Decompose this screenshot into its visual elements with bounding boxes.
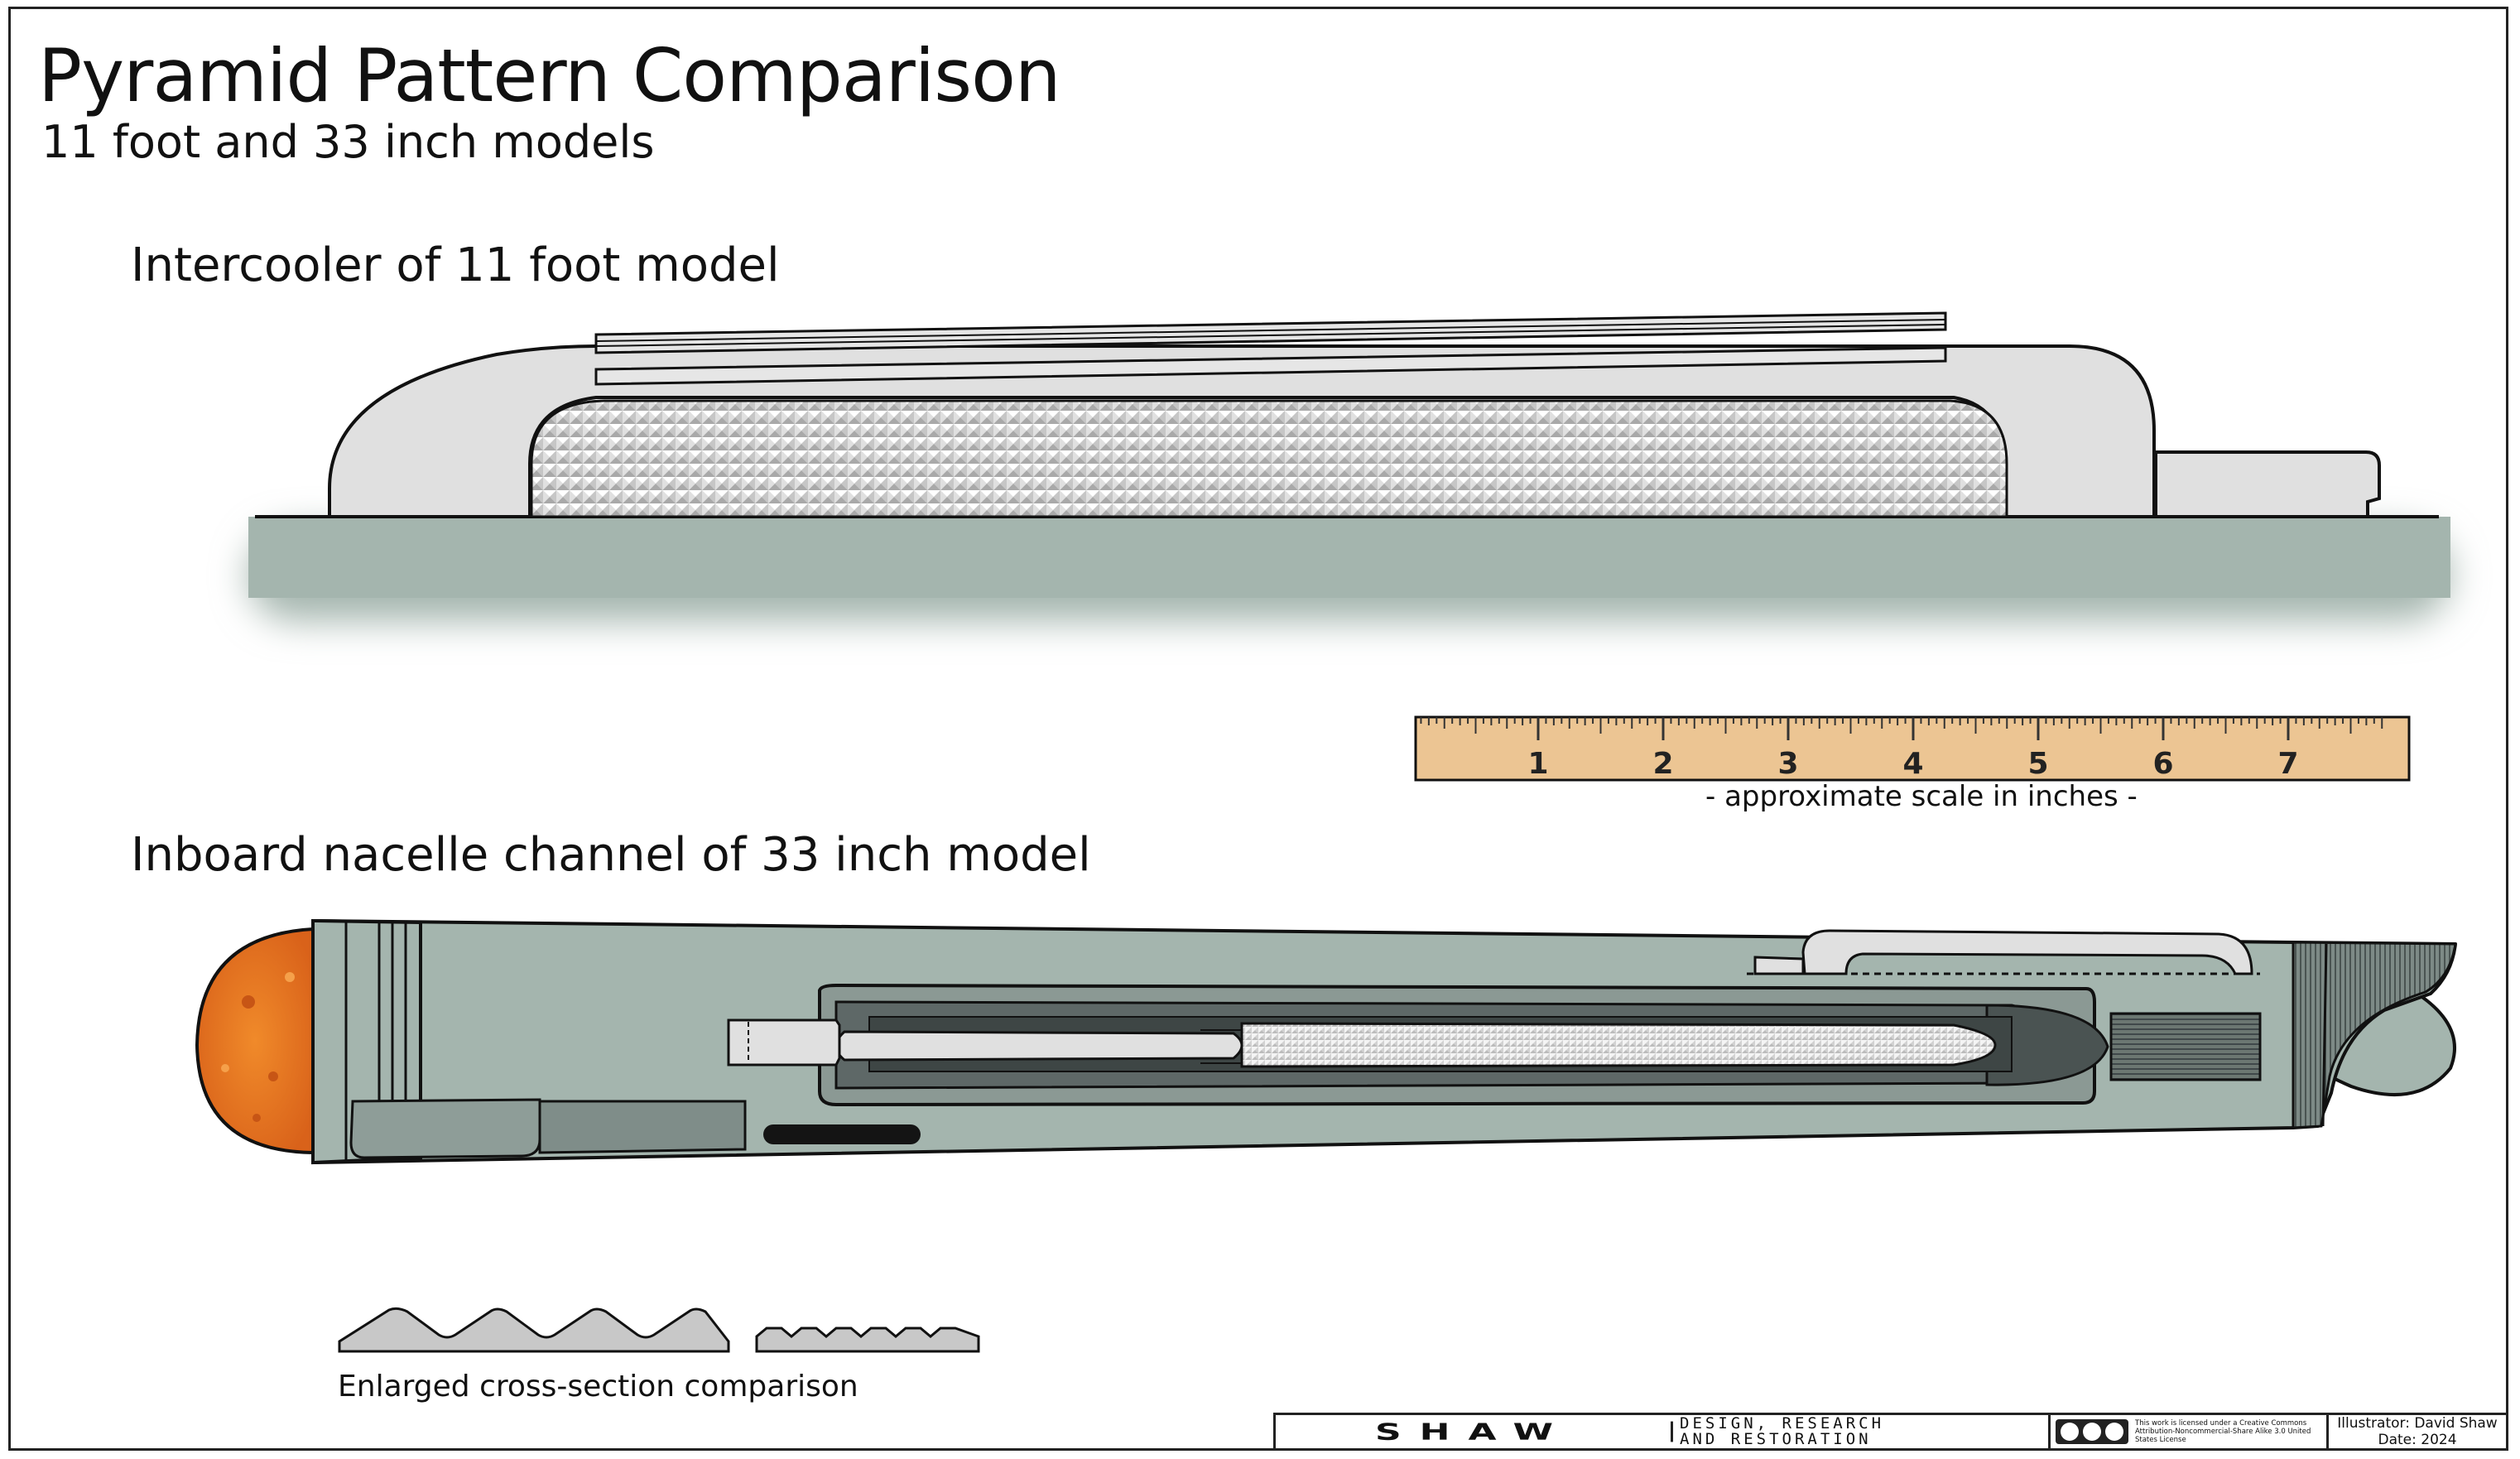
aft-endcap <box>2292 941 2457 1129</box>
ruler-number: 2 <box>1652 747 1673 781</box>
ruler-number: 6 <box>2152 747 2173 781</box>
intercooler-drawing <box>248 311 2450 621</box>
lower-strip <box>538 1100 747 1154</box>
ruler-ticks <box>1420 717 2383 740</box>
nacelle-pyramid-strip <box>1240 1022 1997 1068</box>
company-line-1: DESIGN, RESEARCH <box>1680 1414 1885 1433</box>
license-text: This work is licensed under a Creative C… <box>2135 1419 2311 1444</box>
page-title: Pyramid Pattern Comparison <box>38 33 1061 118</box>
drawing-frame <box>8 7 2508 1451</box>
orange-dome-cap <box>195 927 315 1155</box>
company-line-2: AND RESTORATION <box>1680 1430 1872 1448</box>
forward-fairing <box>349 1098 541 1159</box>
channel-bullet <box>1985 1004 2109 1086</box>
channel-ribs <box>2109 1012 2262 1081</box>
license-block: This work is licensed under a Creative C… <box>2051 1415 2329 1448</box>
ruler-number: 7 <box>2277 747 2298 781</box>
hull-surface <box>248 517 2450 598</box>
ruler-number: 4 <box>1902 747 1923 781</box>
scale-ruler: 1 2 3 4 5 6 7 <box>1414 715 2411 782</box>
page-subtitle: 11 foot and 33 inch models <box>41 116 655 168</box>
intercooler-housing <box>328 344 2156 518</box>
cross-section-comparison <box>338 1307 980 1353</box>
ruler-number: 1 <box>1527 747 1548 781</box>
cross-section-caption: Enlarged cross-section comparison <box>338 1370 858 1404</box>
small-pyramid-profile <box>755 1327 980 1353</box>
pyramid-panel <box>530 399 2008 518</box>
title-block: SHAW DESIGN, RESEARCH AND RESTORATION Th… <box>1273 1413 2508 1451</box>
rear-box <box>2154 450 2381 518</box>
nacelle-label: Inboard nacelle channel of 33 inch model <box>131 828 1091 882</box>
top-bar-upper <box>594 311 1947 354</box>
large-pyramid-profile <box>338 1307 730 1353</box>
nacelle-drawing <box>195 918 2457 1165</box>
top-bar-lower <box>594 346 1947 386</box>
dark-slot <box>763 1124 921 1144</box>
date-credit: Date: 2024 <box>2378 1432 2457 1448</box>
credits-block: Illustrator: David Shaw Date: 2024 <box>2329 1415 2506 1448</box>
ruler-number: 3 <box>1777 747 1798 781</box>
forward-bracket <box>727 1018 841 1067</box>
shaw-logo: SHAW <box>1276 1418 1673 1445</box>
creative-commons-icon[interactable] <box>2056 1419 2128 1444</box>
pill-bar <box>834 1030 1243 1062</box>
illustrator-credit: Illustrator: David Shaw <box>2337 1415 2498 1432</box>
intercooler-label: Intercooler of 11 foot model <box>131 238 780 292</box>
ruler-caption: - approximate scale in inches - <box>1705 780 2138 813</box>
ruler-number: 5 <box>2027 747 2048 781</box>
company-name: DESIGN, RESEARCH AND RESTORATION <box>1673 1415 2051 1448</box>
ruler-labels: 1 2 3 4 5 6 7 <box>1527 747 2298 781</box>
